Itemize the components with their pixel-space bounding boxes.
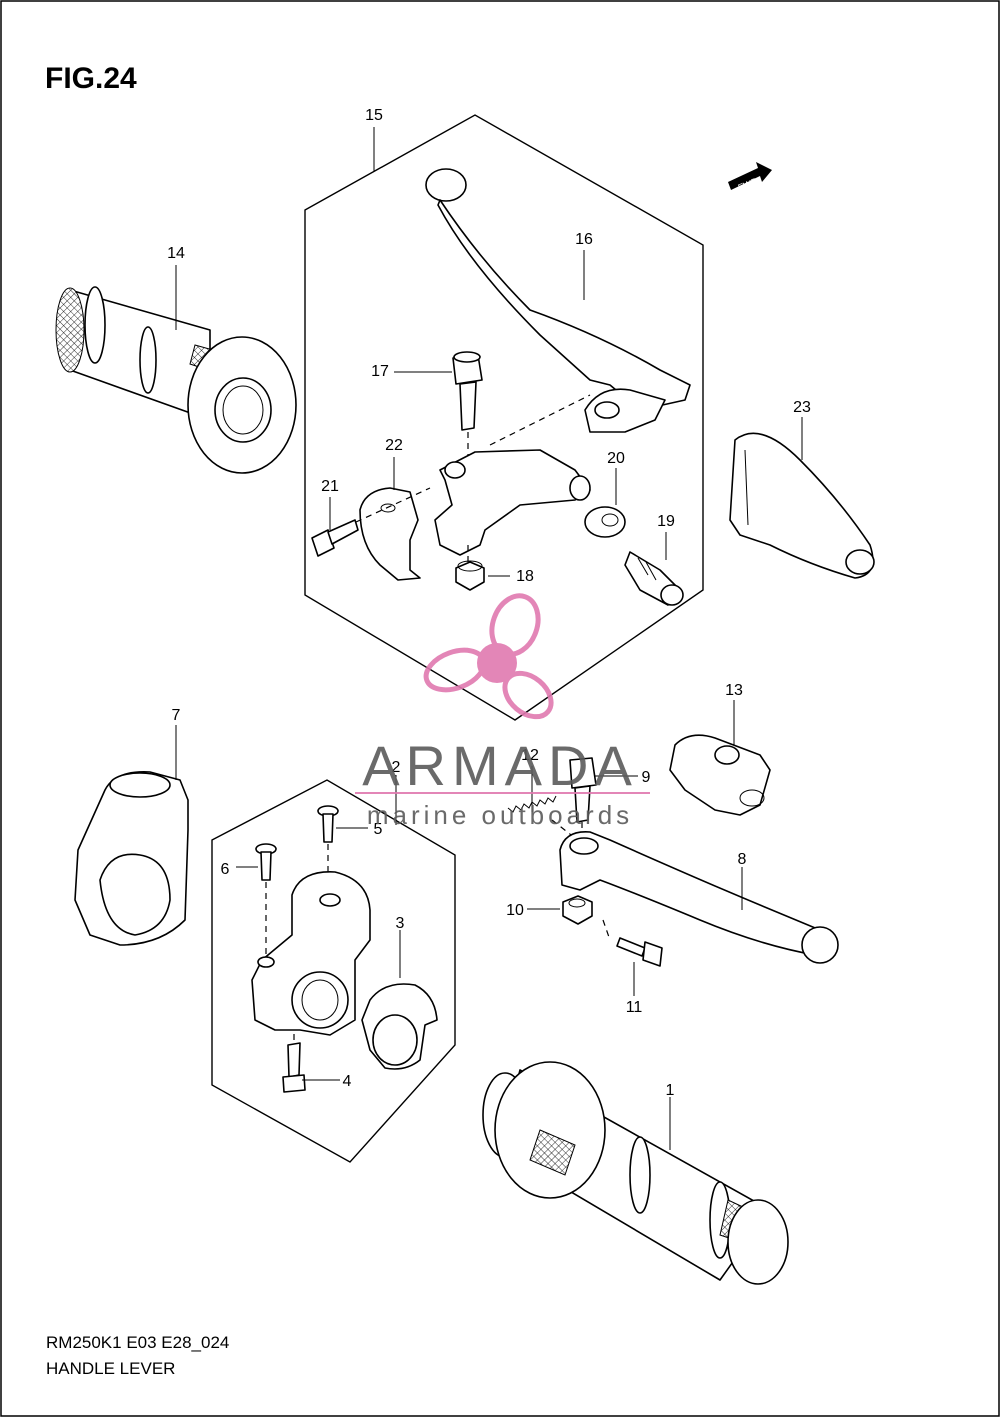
callout-2: 2 — [392, 759, 401, 776]
clutch-lever-part-16 — [425, 168, 691, 433]
watermark-tagline: marine outboards — [367, 800, 633, 830]
callout-13: 13 — [725, 682, 743, 699]
figure-code: RM250K1 E03 E28_024 — [46, 1333, 230, 1352]
grip-left-part-14 — [55, 286, 297, 474]
callout-20: 20 — [607, 450, 625, 467]
switch-housing-part-7 — [74, 771, 189, 946]
callout-18: 18 — [516, 568, 534, 585]
pivot-bolt-part-17 — [452, 351, 483, 470]
callout-3: 3 — [396, 915, 405, 932]
callout-12: 12 — [521, 747, 539, 764]
clamp-part-3 — [361, 983, 438, 1070]
watermark-brand: ARMADA — [362, 734, 638, 797]
callout-11: 11 — [626, 999, 643, 1016]
leader-lines — [175, 127, 803, 1150]
bolt-part-11 — [602, 919, 663, 967]
bolt-part-4 — [282, 1030, 306, 1093]
callout-21: 21 — [321, 478, 339, 495]
callout-17: 17 — [371, 363, 389, 380]
propeller-logo-icon — [423, 593, 554, 720]
fwd-arrow-icon: FWD — [728, 162, 772, 193]
figure-title: FIG.24 — [45, 62, 137, 95]
callout-23: 23 — [793, 399, 811, 416]
holder-part-13 — [669, 734, 771, 816]
assembly-outline-15 — [304, 114, 704, 721]
callout-10: 10 — [506, 902, 524, 919]
cable-adjuster-part-19 — [624, 551, 684, 606]
watermark: ARMADA marine outboards — [355, 593, 650, 830]
screw-part-6 — [255, 843, 277, 955]
lever-holder-part-2 — [251, 871, 371, 1036]
callout-9: 9 — [642, 769, 651, 786]
callout-5: 5 — [374, 821, 383, 838]
nut-part-18 — [455, 545, 485, 591]
lever-holder-part-22 — [359, 394, 591, 581]
adjuster-nut-part-20 — [584, 506, 626, 538]
figure-name: HANDLE LEVER — [46, 1359, 176, 1378]
nut-part-10 — [562, 895, 593, 925]
screw-part-5 — [317, 805, 339, 880]
callout-19: 19 — [657, 513, 675, 530]
callout-labels: 1 2 3 4 5 6 7 8 9 10 11 12 13 14 15 16 1… — [167, 107, 811, 1099]
callout-16: 16 — [575, 231, 593, 248]
callout-4: 4 — [343, 1073, 352, 1090]
callout-8: 8 — [738, 851, 747, 868]
callout-15: 15 — [365, 107, 383, 124]
callout-6: 6 — [221, 861, 230, 878]
callout-22: 22 — [385, 437, 403, 454]
callout-1: 1 — [666, 1082, 675, 1099]
lever-boot-part-23 — [729, 432, 875, 579]
screw-part-21 — [311, 487, 431, 557]
callout-7: 7 — [172, 707, 181, 724]
assembly-outline-2 — [211, 779, 456, 1163]
lever-part-8 — [559, 831, 839, 964]
bolt-part-9 — [569, 757, 597, 840]
callout-14: 14 — [167, 245, 185, 262]
grip-right-part-1 — [482, 1061, 789, 1285]
